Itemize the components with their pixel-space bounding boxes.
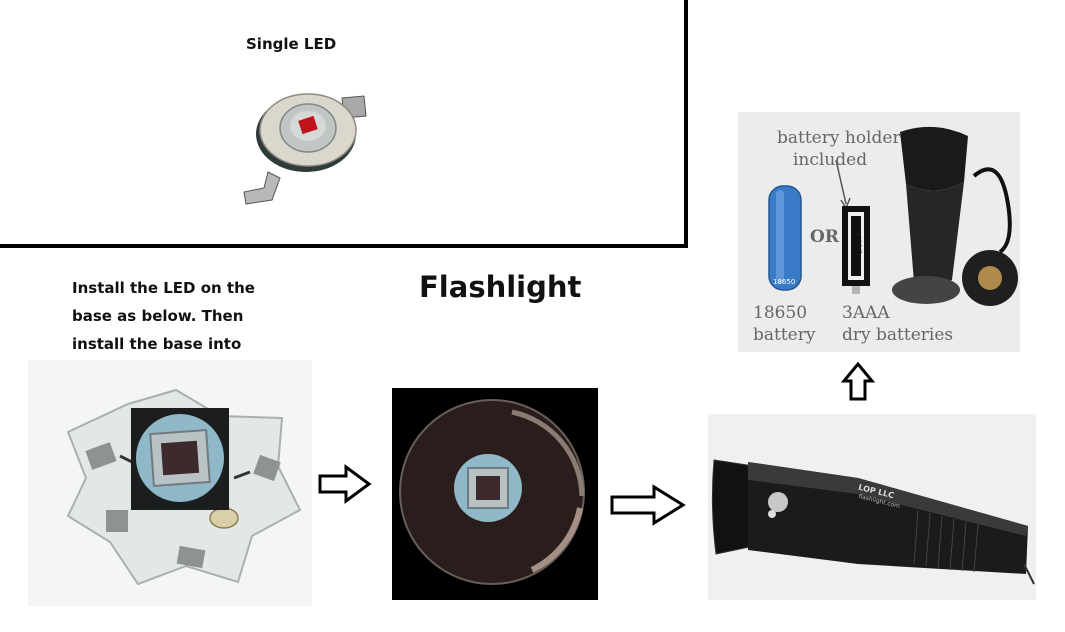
battery-holder-line2: included <box>793 150 868 170</box>
battery-holder-line1: battery holder <box>777 128 901 148</box>
flashlight-photo: LOP LLC flashlight.com <box>708 414 1036 600</box>
battery-3aaa-label: 3AAA dry batteries <box>842 302 953 346</box>
battery-3aaa-line2: dry batteries <box>842 325 954 345</box>
battery-holder-note: battery holder included <box>777 127 917 171</box>
holder-brand: 3AAA <box>856 237 864 254</box>
arrow-right-icon <box>318 464 372 504</box>
led-star-base-image <box>28 360 312 606</box>
battery-18650-line2: battery <box>753 325 816 345</box>
single-led-image <box>238 88 374 212</box>
frame-bottom-border <box>0 244 688 248</box>
flashlight-title: Flashlight <box>419 270 582 304</box>
battery-18650-line1: 18650 <box>753 303 808 323</box>
battery-18650-label: 18650 battery <box>753 302 815 346</box>
instruction-line-1: Install the LED on the <box>72 279 255 297</box>
battery-kit-photo: battery holder included OR 18650 3AAA 18… <box>738 112 1020 352</box>
single-led-title: Single LED <box>246 35 337 53</box>
instruction-line-2: base as below. Then <box>72 307 244 325</box>
battery-3aaa-line1: 3AAA <box>842 303 890 323</box>
arrow-right-icon <box>610 484 686 526</box>
instruction-line-3: install the base into <box>72 335 242 353</box>
flashlight-head-image <box>392 388 598 600</box>
arrow-up-icon <box>841 361 875 401</box>
or-label: OR <box>810 227 839 247</box>
cell-label: 18650 <box>773 278 796 286</box>
frame-right-border <box>684 0 688 247</box>
